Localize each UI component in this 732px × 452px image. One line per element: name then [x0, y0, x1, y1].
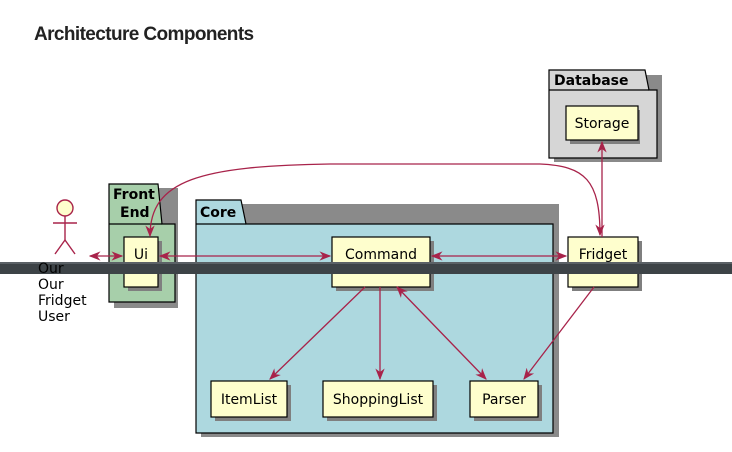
arrow-command-parser [396, 286, 487, 380]
arrow-ui-fridget [145, 163, 605, 238]
ui-label: Ui [134, 247, 148, 263]
shoppinglist-component: ShoppingList [322, 380, 437, 421]
storage-component: Storage [565, 105, 640, 144]
arrow-command-itemlist [269, 286, 366, 380]
overlay-bar-highlight [0, 262, 732, 264]
arrow-fridget-parser [523, 286, 595, 380]
page-title: Architecture Components [34, 24, 254, 45]
arrows [88, 140, 607, 381]
frontend-package-label-line1: Front [113, 187, 155, 203]
command-label: Command [345, 247, 417, 263]
actor-label-line4: User [38, 309, 70, 325]
itemlist-label: ItemList [221, 392, 278, 408]
user-actor [53, 199, 77, 255]
itemlist-component: ItemList [210, 380, 291, 421]
overlay-bar [0, 262, 732, 274]
frontend-package-label-line2: End [120, 205, 150, 221]
parser-component: Parser [469, 380, 542, 421]
actor-label-line3: Fridget [38, 293, 87, 309]
actor-label-line2: Our [38, 277, 64, 293]
parser-label: Parser [482, 392, 526, 408]
database-package-label: Database [554, 73, 629, 89]
shoppinglist-label: ShoppingList [333, 392, 424, 408]
actor-label-line1: Our [38, 261, 64, 277]
core-package-label: Core [200, 205, 236, 221]
fridget-label: Fridget [579, 247, 628, 263]
storage-label: Storage [575, 116, 630, 132]
